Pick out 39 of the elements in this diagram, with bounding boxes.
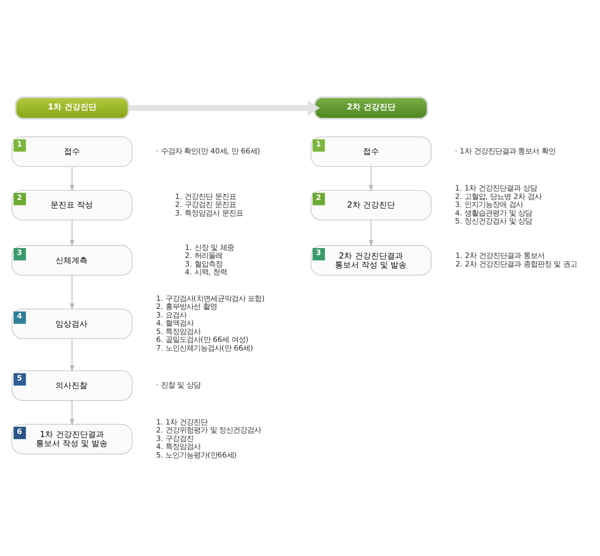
node-label: 4. 생활습관평가 및 상담	[455, 208, 532, 217]
node-label: 4. 특정암검사	[156, 442, 200, 451]
node-label: 2. 구강검진 문진표	[175, 200, 236, 209]
node-box: 1차 건강진단	[14, 96, 130, 120]
node-label: 2. 흉부방사선 촬영	[156, 302, 217, 311]
node-label: 2. 2차 건강진단결과 종합판정 및 권고	[455, 258, 578, 268]
node-label: 3. 특정암검사 문진표	[175, 208, 243, 217]
node-label: 5. 정신건강검사 및 상담	[455, 216, 532, 225]
node-label: 1. 신장 및 체중	[184, 242, 234, 252]
node-label: 1. 2차 건강진단결과 통보서	[455, 250, 544, 260]
node-label: 4. 시력, 청력	[184, 267, 228, 276]
node-label: · 1차 건강진단결과 통보서 확인	[455, 146, 556, 155]
node-label: 3. 요검사	[156, 310, 186, 319]
arrow	[368, 219, 374, 246]
node-label: 7. 노인신체기능검사(만 66세)	[156, 342, 254, 352]
node-label: 1. 구강검사(치면세균막검사 포함)	[156, 293, 265, 302]
node-label: · 수검자 확인(만 40세, 만 66세)	[156, 146, 260, 155]
node-label: · 진찰 및 상담	[156, 380, 200, 389]
node-label: 4. 혈액검사	[156, 318, 194, 328]
arrow	[70, 338, 74, 372]
arrow	[70, 400, 74, 425]
node-label: 3. 혈압측정	[184, 258, 222, 268]
node-label: 2. 고혈압, 당뇨병 2차 검사	[455, 191, 542, 200]
node-label: 2. 건강위험평가 및 정신건강검사	[156, 425, 262, 434]
node-label: 3. 구강검진	[156, 433, 194, 442]
arrow	[368, 166, 374, 191]
node-label: 5. 노인기능평가(만66세)	[156, 450, 237, 459]
node-label: 6. 골밀도검사(만 66세 여성)	[156, 334, 248, 344]
node-label: 2. 허리둘레	[184, 250, 222, 260]
node-label: 1. 1차 건강진단	[156, 416, 208, 426]
node-label: 1. 건강진단 문진표	[175, 191, 236, 200]
node-label: 5. 특정암검사	[156, 326, 200, 336]
arrow	[70, 274, 74, 310]
node-label: 3. 인지기능장애 검사	[455, 200, 523, 209]
arrow	[70, 166, 74, 191]
node-box: 2차 건강진단	[314, 96, 428, 120]
arrow	[70, 219, 74, 246]
arrow	[128, 100, 320, 116]
node-label: 1. 1차 건강진단결과 상담	[455, 183, 537, 192]
